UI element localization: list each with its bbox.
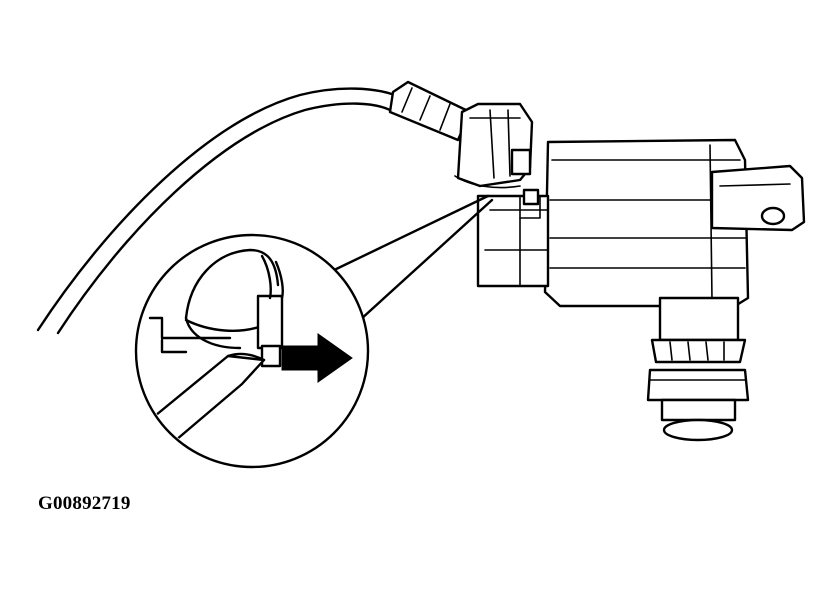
- ignition-coil: [476, 138, 750, 308]
- figure-id-label: G00892719: [38, 493, 131, 514]
- callout-leader: [328, 194, 494, 322]
- coil-boot: [646, 296, 750, 442]
- mounting-hole: [760, 206, 786, 226]
- connector-body: [454, 102, 534, 189]
- pull-direction-arrow: [281, 333, 353, 383]
- wire-boot: [388, 80, 472, 142]
- wire-harness: [36, 87, 397, 335]
- detail-magnifier: [134, 233, 370, 469]
- connector-lock-tab: [510, 148, 532, 176]
- mounting-bracket: [710, 164, 806, 232]
